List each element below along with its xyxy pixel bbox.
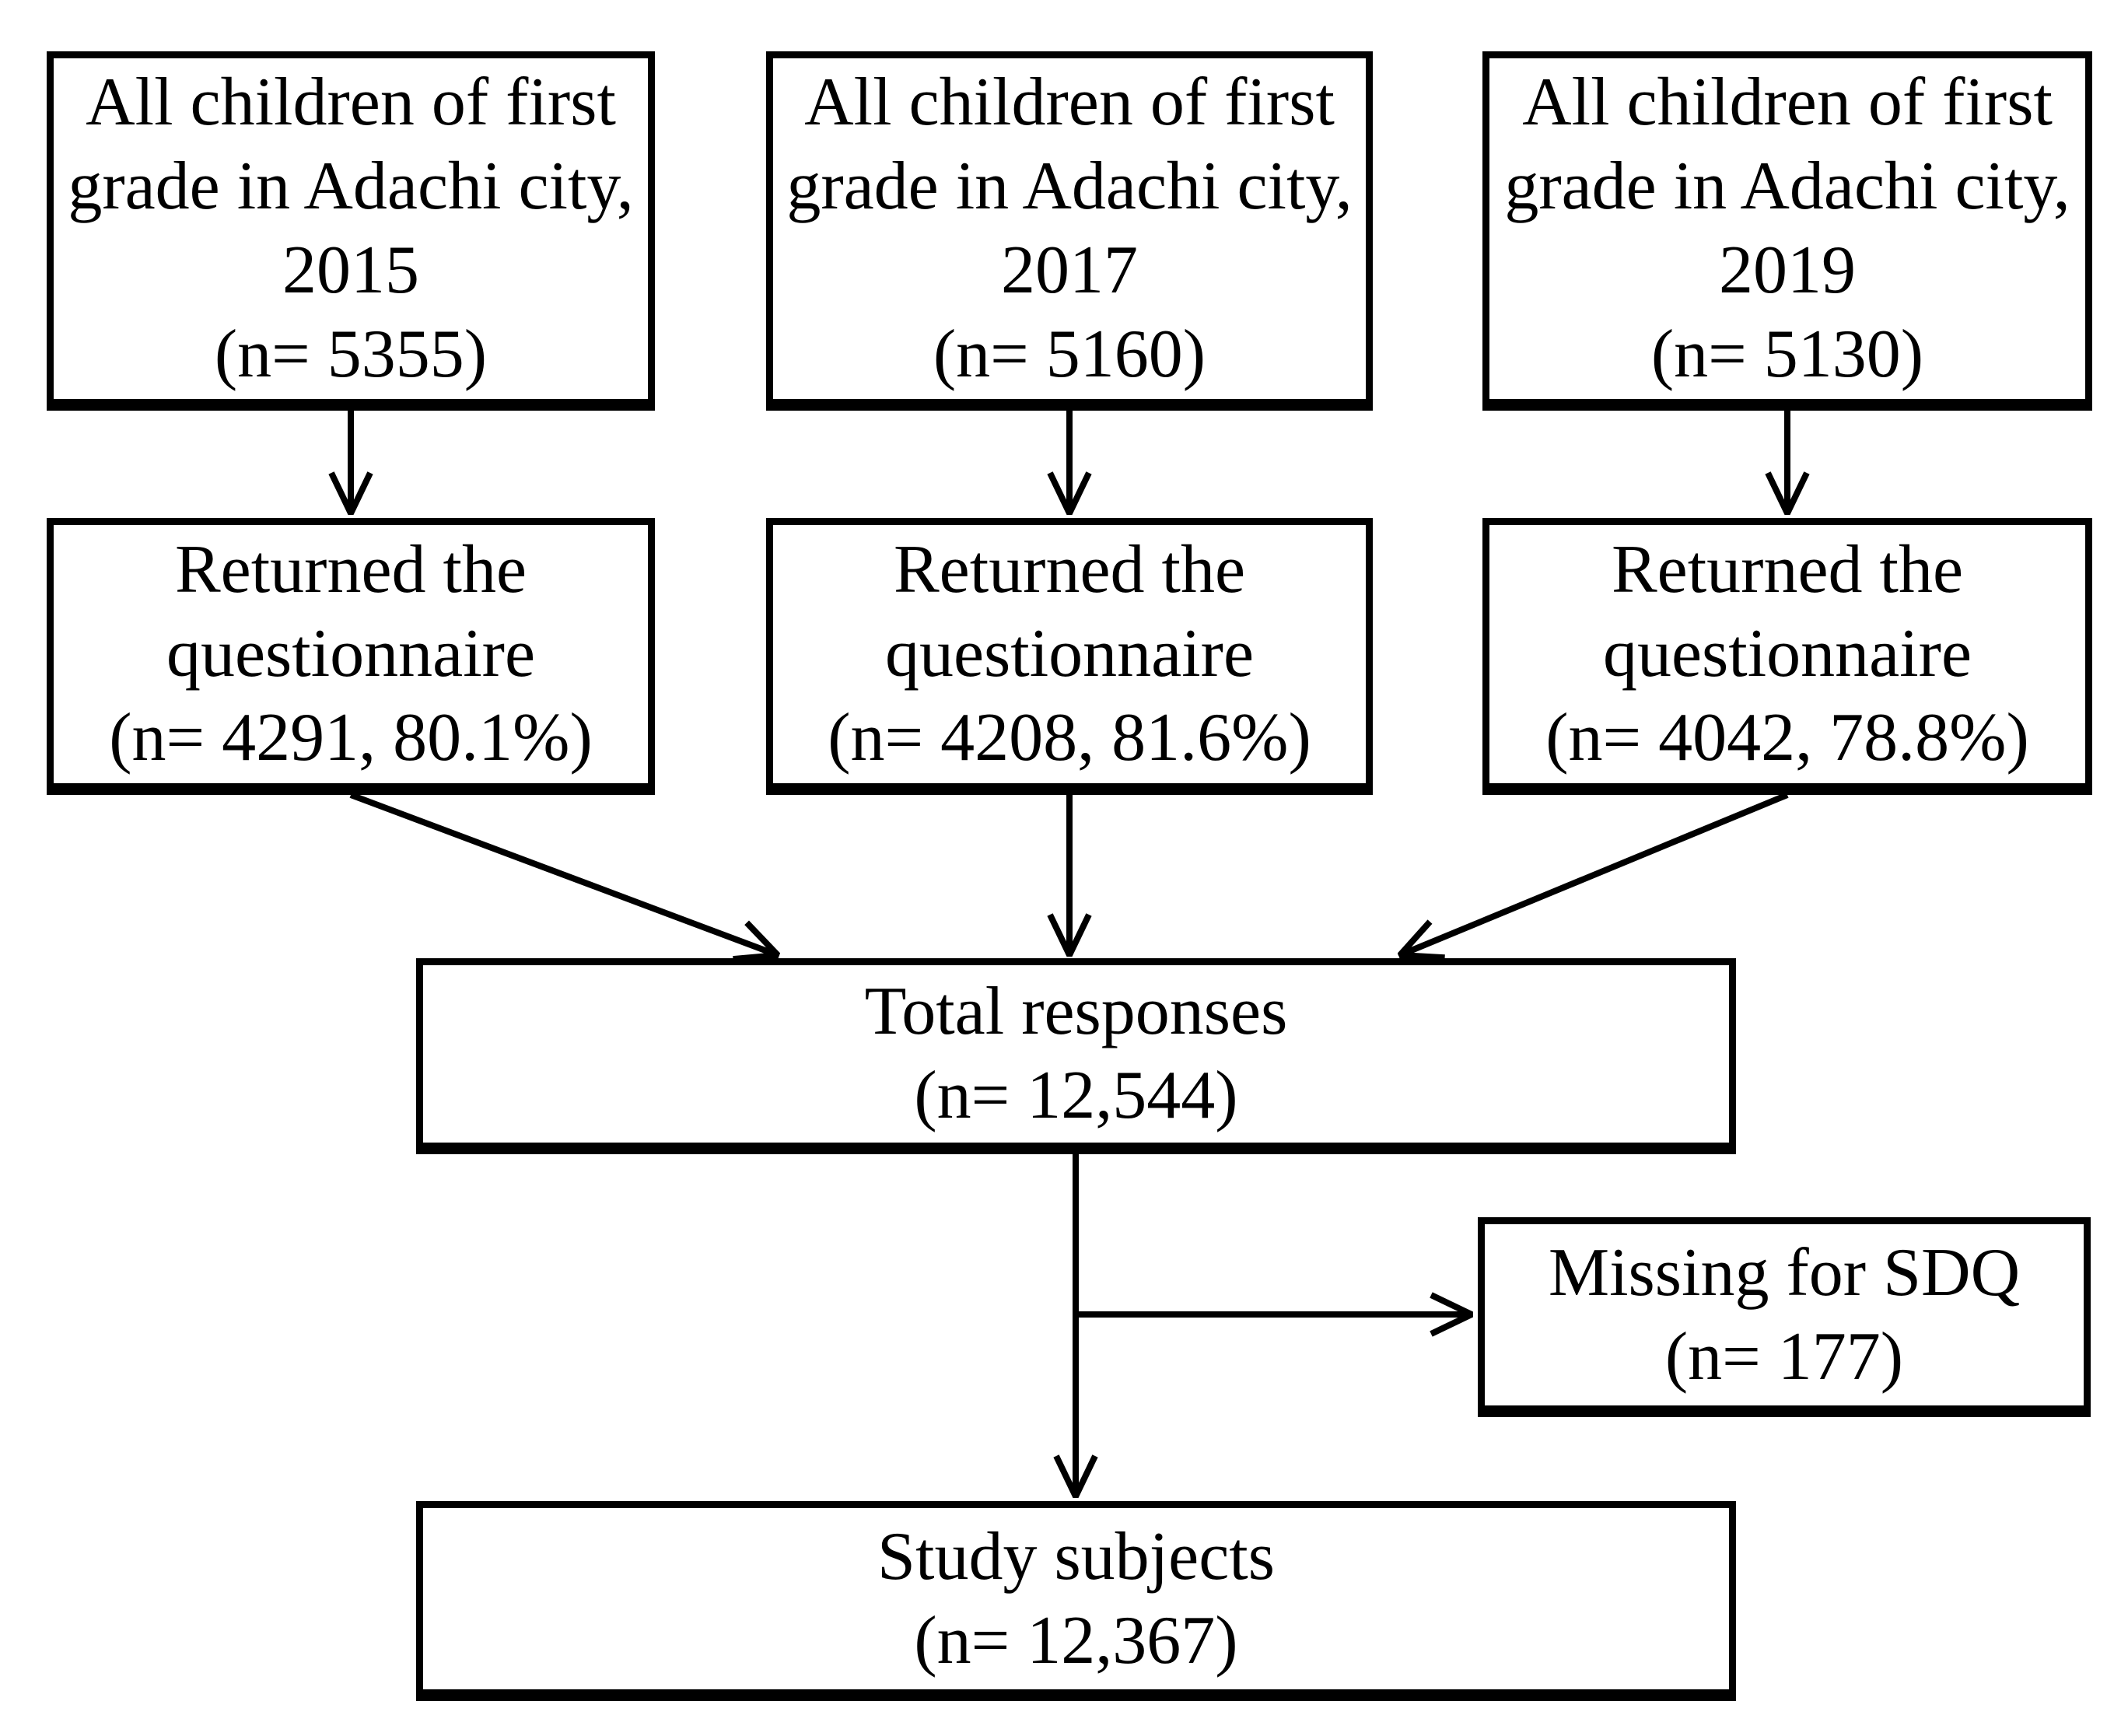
box-returned-2017: Returned the questionnaire (n= 4208, 81.… (766, 518, 1373, 795)
box-line: 2017 (1001, 233, 1138, 308)
box-cohort-2017: All children of first grade in Adachi ci… (766, 51, 1373, 411)
box-line: (n= 5355) (214, 317, 488, 392)
box-line: questionnaire (166, 616, 536, 691)
box-returned-2019: Returned the questionnaire (n= 4042, 78.… (1482, 518, 2092, 795)
box-study-subjects: Study subjects (n= 12,367) (416, 1501, 1736, 1701)
box-line: questionnaire (1602, 616, 1972, 691)
box-line: Returned the (174, 532, 527, 607)
box-line: 2015 (282, 233, 419, 308)
box-line: Study subjects (877, 1518, 1275, 1594)
box-line: Total responses (864, 974, 1288, 1049)
box-returned-2015: Returned the questionnaire (n= 4291, 80.… (47, 518, 655, 795)
box-line: (n= 12,544) (914, 1058, 1238, 1133)
box-line: (n= 4291, 80.1%) (109, 700, 593, 775)
box-line: (n= 5130) (1650, 317, 1924, 392)
box-line: Missing for SDQ (1548, 1234, 2021, 1311)
box-cohort-2015: All children of first grade in Adachi ci… (47, 51, 655, 411)
box-line: (n= 4042, 78.8%) (1545, 700, 2029, 775)
box-line: (n= 177) (1664, 1318, 1904, 1395)
box-line: Returned the (1611, 532, 1964, 607)
box-line: 2019 (1719, 233, 1856, 308)
arrow-returned2019-to-total (1400, 792, 1789, 955)
arrow-returned2015-to-total (349, 792, 778, 955)
box-line: grade in Adachi city, (786, 149, 1353, 224)
box-line: All children of first (804, 65, 1335, 140)
box-line: questionnaire (884, 616, 1255, 691)
box-line: Returned the (893, 532, 1246, 607)
box-line: (n= 12,367) (914, 1602, 1238, 1678)
box-line: (n= 4208, 81.6%) (828, 700, 1311, 775)
box-line: All children of first (86, 65, 616, 140)
box-line: grade in Adachi city, (68, 149, 634, 224)
box-line: grade in Adachi city, (1504, 149, 2070, 224)
box-line: (n= 5160) (933, 317, 1206, 392)
box-line: All children of first (1522, 65, 2053, 140)
box-total-responses: Total responses (n= 12,544) (416, 958, 1736, 1154)
box-cohort-2019: All children of first grade in Adachi ci… (1482, 51, 2092, 411)
box-missing-sdq: Missing for SDQ (n= 177) (1478, 1217, 2091, 1417)
